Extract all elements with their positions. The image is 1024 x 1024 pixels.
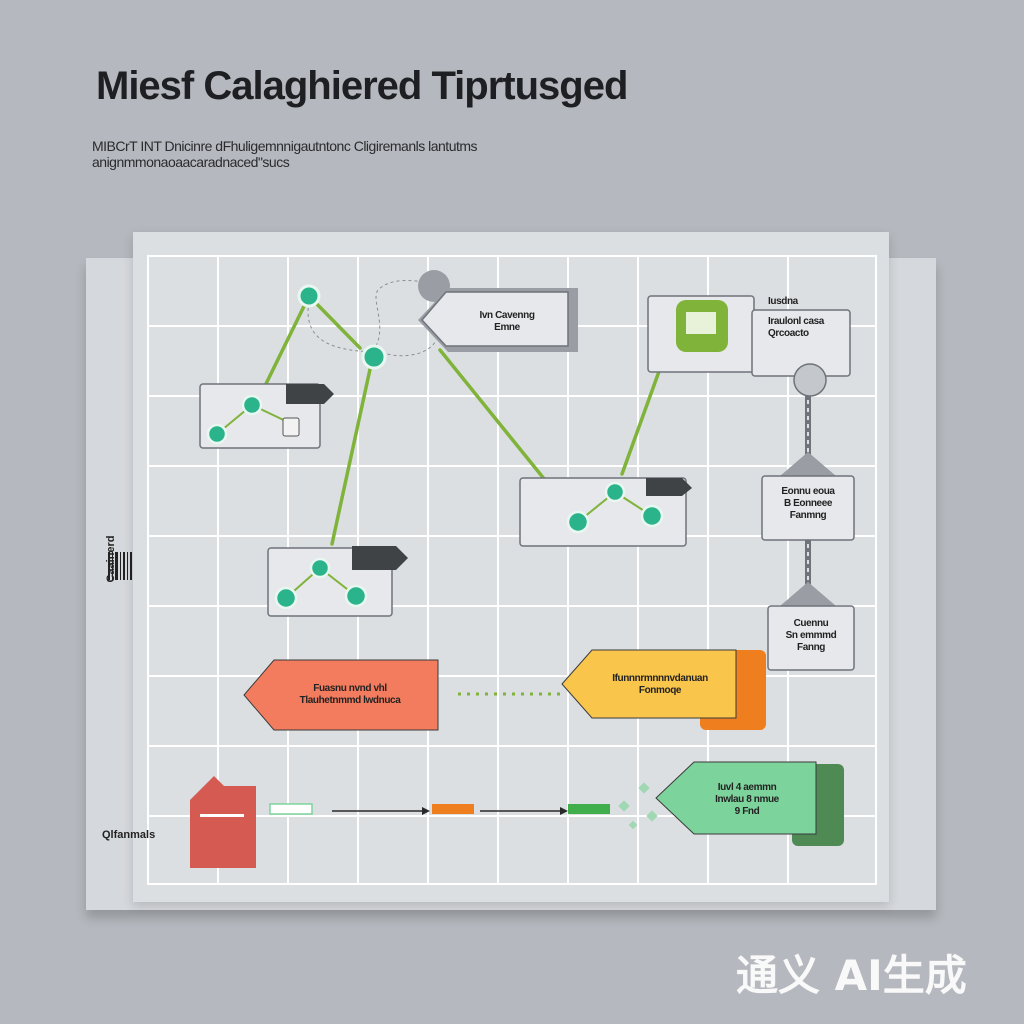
green-tag-label: Iuvl 4 aemmn Inwlau 8 nmue 9 Fnd (682, 782, 812, 818)
badge-glyph (686, 312, 716, 334)
label-line: Qrcoacto (768, 328, 809, 339)
node-dot (361, 344, 387, 370)
flow-arrowhead (560, 807, 568, 815)
label-line: Tlauhetnmmd lwdnuca (299, 695, 401, 706)
connector-knob (793, 363, 827, 397)
link-line (260, 294, 311, 394)
sparkle (638, 782, 650, 794)
label-line: B Eonneee (783, 498, 833, 509)
card-tab (286, 384, 334, 404)
red-marker-stripe (200, 814, 244, 817)
card-body (519, 477, 687, 547)
hand-icon (282, 417, 300, 437)
flow-arrowhead (422, 807, 430, 815)
green-links (260, 294, 668, 546)
grid-border (147, 255, 877, 885)
node-dot (297, 284, 321, 308)
label-line: Cuennu (793, 618, 829, 629)
label-line: Ifunnnrmnnnvdanuan (612, 673, 708, 684)
side-axis-label: Caainerd (96, 478, 120, 648)
node-dot (604, 481, 626, 503)
flow-segment (269, 803, 313, 815)
card-left-middle (267, 546, 408, 617)
yellow-tag (561, 649, 737, 719)
stack-card-top (761, 475, 855, 541)
card-left-top (199, 383, 334, 449)
orange-tag-label: Fuasnu nvnd vhl Tlauhetnmmd lwdnuca (270, 683, 430, 707)
page-subtitle: MIBCrT INT Dnicinre dFhuligemnnigautnton… (92, 138, 792, 170)
stack-card-bottom (767, 605, 855, 671)
card-tab (646, 478, 692, 496)
label-line: Fanng (797, 642, 825, 653)
label-line: Iuvl 4 aemmn (717, 782, 777, 793)
label-line: Ivn Cavenng (479, 310, 535, 321)
bottom-row-label: Qlfanmals (102, 829, 156, 841)
chain-arrow (780, 452, 836, 476)
card-right-top (647, 295, 851, 397)
label-line: Inwlau 8 nmue (715, 794, 779, 805)
side-axis-text: Caainerd (105, 535, 117, 583)
sparkle (646, 810, 658, 822)
chain-arrow (780, 582, 836, 606)
card-middle (519, 477, 692, 547)
barcode-icon (108, 552, 132, 580)
green-tag (655, 761, 817, 835)
sparkle (628, 820, 638, 830)
label-line: Sn emmmd (785, 630, 837, 641)
label-line: Fonmoqe (638, 685, 682, 696)
yellow-tag-label: Ifunnnrmnnnvdanuan Fonmoqe (590, 673, 730, 697)
node-dot (241, 394, 263, 416)
dashed-connector (307, 279, 425, 353)
vertical-chain (780, 396, 836, 606)
label-line: Iusdna (768, 296, 798, 307)
red-marker (190, 776, 256, 868)
flow-segment (432, 804, 474, 814)
right-top-card-label: Iusdna Iraulonl casa Qrcoacto (756, 296, 850, 340)
card-tab (352, 546, 408, 570)
orange-tag (243, 659, 439, 731)
label-line: Emne (494, 322, 520, 333)
label-line: Iraulonl casa (768, 316, 824, 327)
process-tag (418, 270, 578, 352)
watermark-text: 通义 AI生成 (736, 951, 967, 1000)
node-dot (274, 586, 298, 610)
subtitle-line-2: anignmmonaoaacaradnaced"sucs (92, 154, 290, 170)
flow-segment (568, 804, 610, 814)
dashed-connector (381, 339, 437, 357)
sparkle-dots (618, 782, 658, 830)
label-line: Eonnu eoua (781, 486, 835, 497)
node-dot (566, 510, 590, 534)
label-line: 9 Fnd (734, 806, 760, 817)
process-tag-label: Ivn Cavenng Emne (452, 310, 562, 334)
sparkle (618, 800, 630, 812)
stack-bottom-label: Cuennu Sn emmmd Fanng (768, 618, 854, 654)
label-line: Fanmng (789, 510, 827, 521)
node-dot (206, 423, 228, 445)
link-line (330, 358, 374, 546)
node-dot (344, 584, 368, 608)
label-line: Fuasnu nvnd vhl (313, 683, 387, 694)
node-dot (640, 504, 664, 528)
tag-knob (418, 270, 450, 302)
subtitle-line-1: MIBCrT INT Dnicinre dFhuligemnnigautnton… (92, 138, 478, 154)
link-line (307, 294, 362, 350)
tag-body (420, 291, 569, 347)
node-dot (309, 557, 331, 579)
stack-top-label: Eonnu eoua B Eonneee Fanmng (762, 486, 854, 522)
page-title: Miesf Calaghiered Tiprtusged (96, 64, 628, 108)
